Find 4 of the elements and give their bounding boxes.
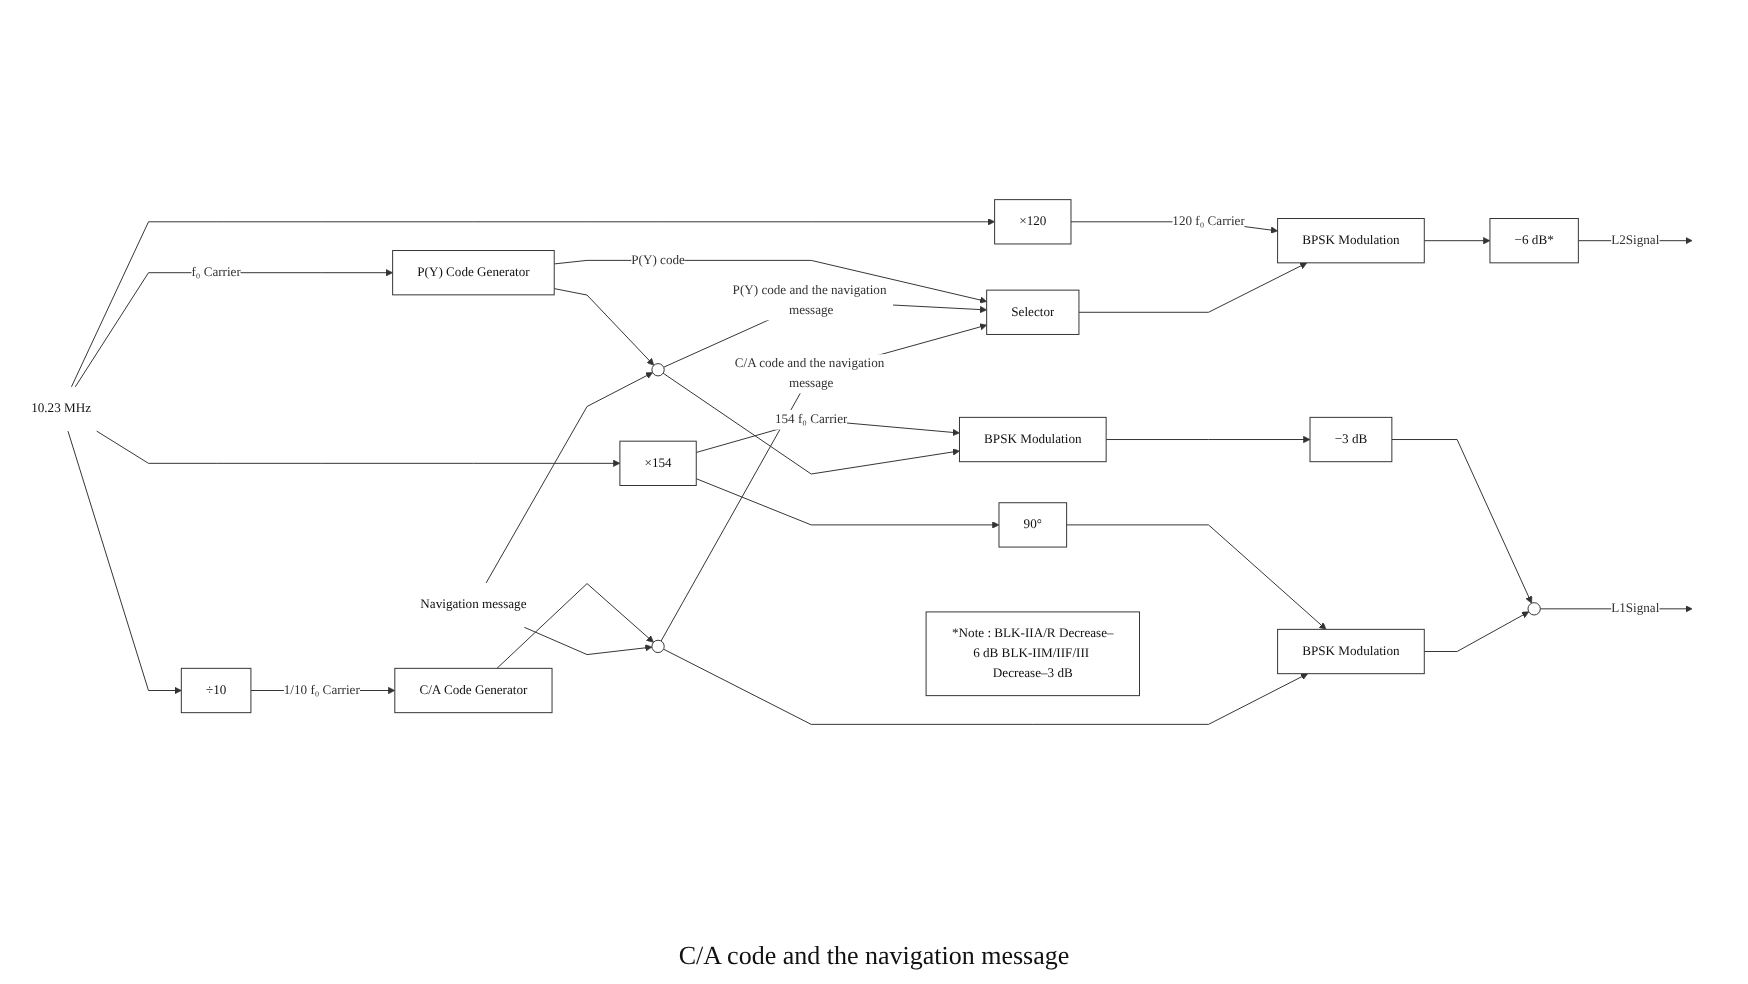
node-circle <box>1527 602 1541 616</box>
node-circle <box>651 639 665 654</box>
node-circle <box>651 363 665 377</box>
signal-note: C/A code and the navigation message <box>678 940 1070 970</box>
